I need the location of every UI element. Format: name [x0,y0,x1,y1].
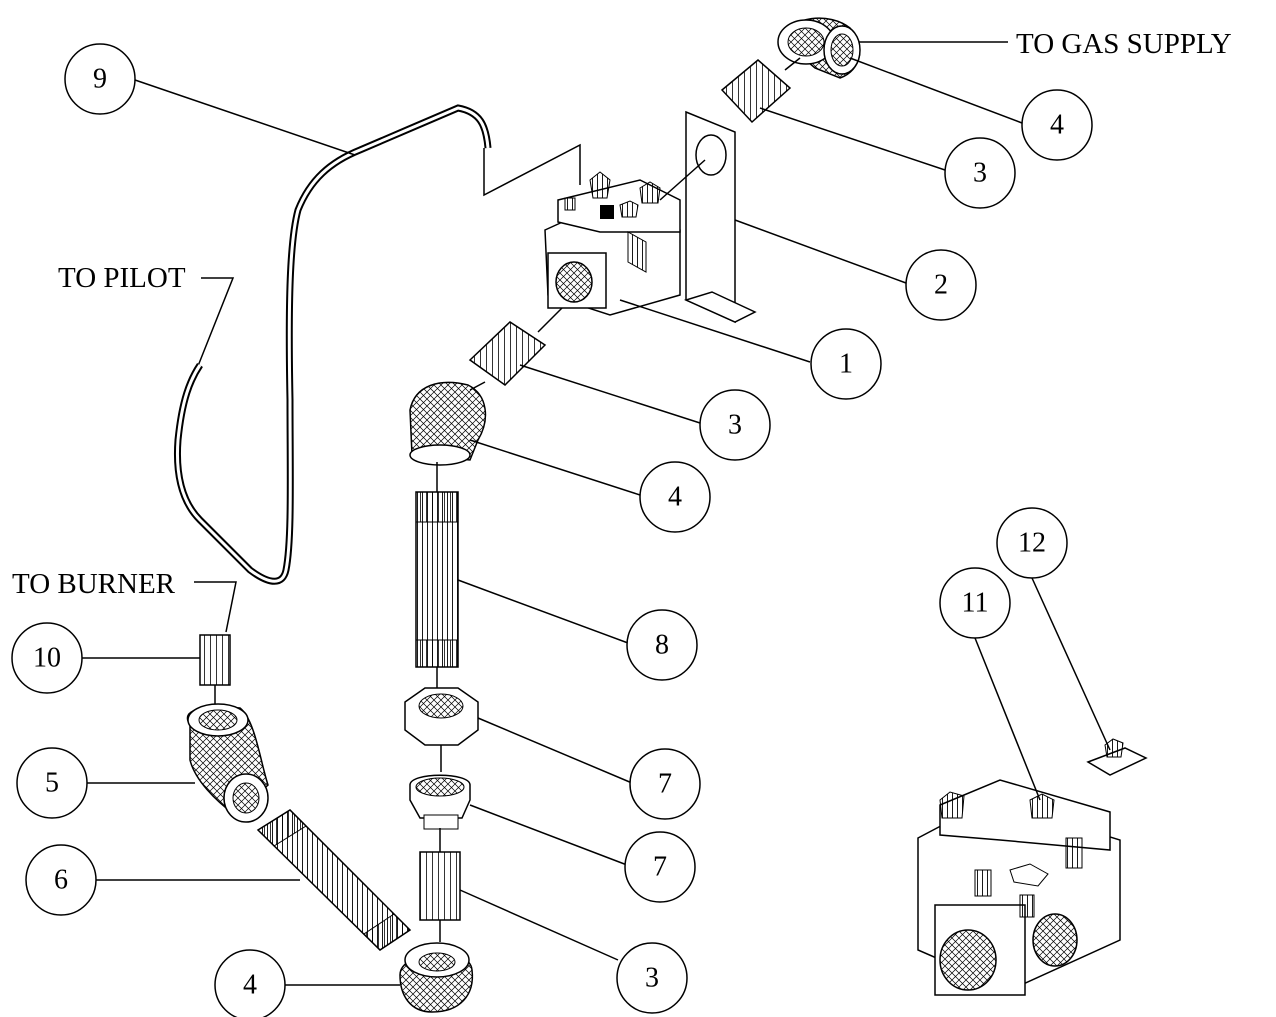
pipe-long [415,462,459,690]
svg-text:4: 4 [668,482,682,513]
svg-text:3: 3 [728,410,742,441]
callout-3-low-nipple: 3 [616,942,688,1014]
label-to-gas-supply: TO GAS SUPPLY [850,28,1232,60]
callout-leaders [80,57,1111,986]
svg-text:8: 8 [655,630,669,661]
svg-text:7: 7 [658,769,672,800]
callout-3-top-nipple: 3 [944,137,1016,209]
callout-8: 8 [626,609,698,681]
svg-text:10: 10 [33,643,61,674]
svg-text:9: 9 [93,64,107,95]
gas-valve-detail [917,779,1121,996]
svg-text:3: 3 [973,158,987,189]
union-bushing [409,774,471,830]
callout-12: 12 [996,507,1068,579]
callout-5: 5 [16,747,88,819]
svg-text:2: 2 [934,270,948,301]
gas-valve [544,171,681,316]
pipe-short [256,809,412,951]
svg-text:11: 11 [962,588,989,619]
svg-text:TO BURNER: TO BURNER [12,568,176,600]
svg-text:3: 3 [645,963,659,994]
callout-4-mid-elbow: 4 [639,461,711,533]
svg-text:6: 6 [54,865,68,896]
callout-6: 6 [25,844,97,916]
nipple-burner [199,634,231,708]
callout-9: 9 [64,43,136,115]
callout-1: 1 [810,328,882,400]
svg-text:4: 4 [1050,110,1064,141]
elbow-bottom [399,942,474,1013]
svg-text:7: 7 [653,852,667,883]
label-to-burner: TO BURNER [12,568,237,633]
elbow-burner [186,703,269,823]
nipple-top [720,57,801,124]
callout-4-bottom-elbow: 4 [214,949,286,1017]
mounting-bracket [659,110,757,324]
svg-text:TO PILOT: TO PILOT [58,262,186,294]
union-nut [404,687,479,772]
label-to-pilot: TO PILOT [58,262,235,367]
svg-text:TO GAS SUPPLY: TO GAS SUPPLY [1016,28,1232,60]
callout-4-gas-elbow: 4 [1021,89,1093,161]
elbow-mid [409,381,487,466]
nipple-low [419,828,461,942]
pilot-connection-line [483,143,581,197]
pilot-tube [173,104,492,585]
callout-7-union-nut: 7 [629,748,701,820]
callout-3-mid-nipple: 3 [699,389,771,461]
svg-text:1: 1 [839,349,853,380]
callout-11: 11 [939,567,1011,639]
svg-text:4: 4 [243,970,257,1001]
callout-10: 10 [11,622,83,694]
callout-7-union-bushing: 7 [624,831,696,903]
callout-2: 2 [905,249,977,321]
nipple-mid [468,307,563,391]
svg-text:5: 5 [45,768,59,799]
svg-text:12: 12 [1018,528,1046,559]
elbow-gas-supply [777,17,861,79]
valve-knob-detail [1086,738,1148,776]
